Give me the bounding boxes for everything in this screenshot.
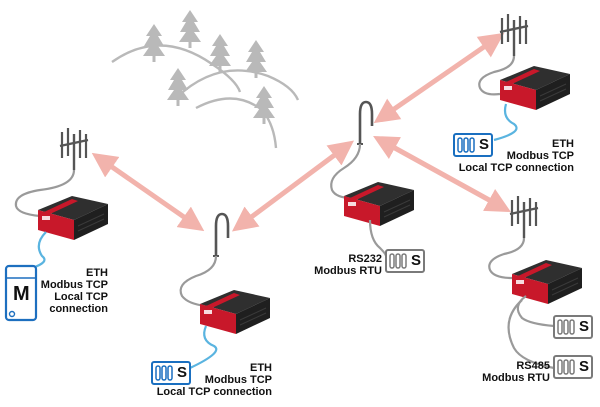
antenna-cable (330, 143, 362, 200)
node-top-right-site (453, 12, 571, 157)
router-icon (499, 65, 571, 111)
serial-cable (507, 299, 555, 370)
whip-antenna-icon (355, 100, 374, 146)
label-rs232: RS232 Modbus RTU (314, 253, 382, 277)
antenna-cable (14, 169, 76, 218)
node-master-site (4, 126, 109, 322)
node-center-site (330, 100, 425, 273)
slave-letter: S (579, 318, 590, 335)
router-icon (343, 181, 415, 227)
antenna-cable (179, 255, 218, 308)
router-icon (199, 289, 271, 335)
master-letter: M (13, 283, 30, 305)
slave-letter: S (579, 358, 590, 375)
label-center-bottom-eth: ETH Modbus TCP Local TCP connection (156, 362, 272, 398)
node-bottom-right-site (488, 194, 593, 379)
label-top-right-eth: ETH Modbus TCP Local TCP connection (458, 138, 574, 174)
slave-letter: S (479, 136, 490, 153)
router-icon (37, 195, 109, 241)
label-rs485: RS485 Modbus RTU (482, 360, 550, 384)
eth-cable (493, 103, 518, 142)
radio-link-arrow (231, 140, 355, 232)
radio-link-arrow (373, 32, 505, 124)
eth-cable (189, 325, 218, 369)
yagi-antenna-icon (58, 126, 90, 172)
tree-icon (253, 86, 275, 124)
tree-icon (167, 68, 189, 106)
tree-icon (179, 10, 201, 48)
yagi-antenna-icon (508, 194, 540, 240)
master-computer-icon (4, 264, 38, 322)
antenna-cable (488, 237, 526, 280)
radio-link-arrow (373, 135, 511, 213)
slave-letter: S (411, 252, 422, 269)
eth-cable (31, 231, 47, 270)
antenna-cable (478, 55, 516, 96)
radio-links (91, 32, 511, 232)
label-left-eth: ETH Modbus TCP Local TCP connection (40, 267, 108, 315)
whip-antenna-icon (211, 212, 230, 258)
tree-icon (143, 24, 165, 62)
yagi-antenna-icon (498, 12, 530, 58)
tree-icon (209, 34, 231, 72)
radio-link-arrow (91, 152, 205, 232)
forest-illustration (111, 10, 300, 149)
node-center-bottom-site (151, 212, 271, 385)
slave-letter: S (177, 364, 188, 381)
